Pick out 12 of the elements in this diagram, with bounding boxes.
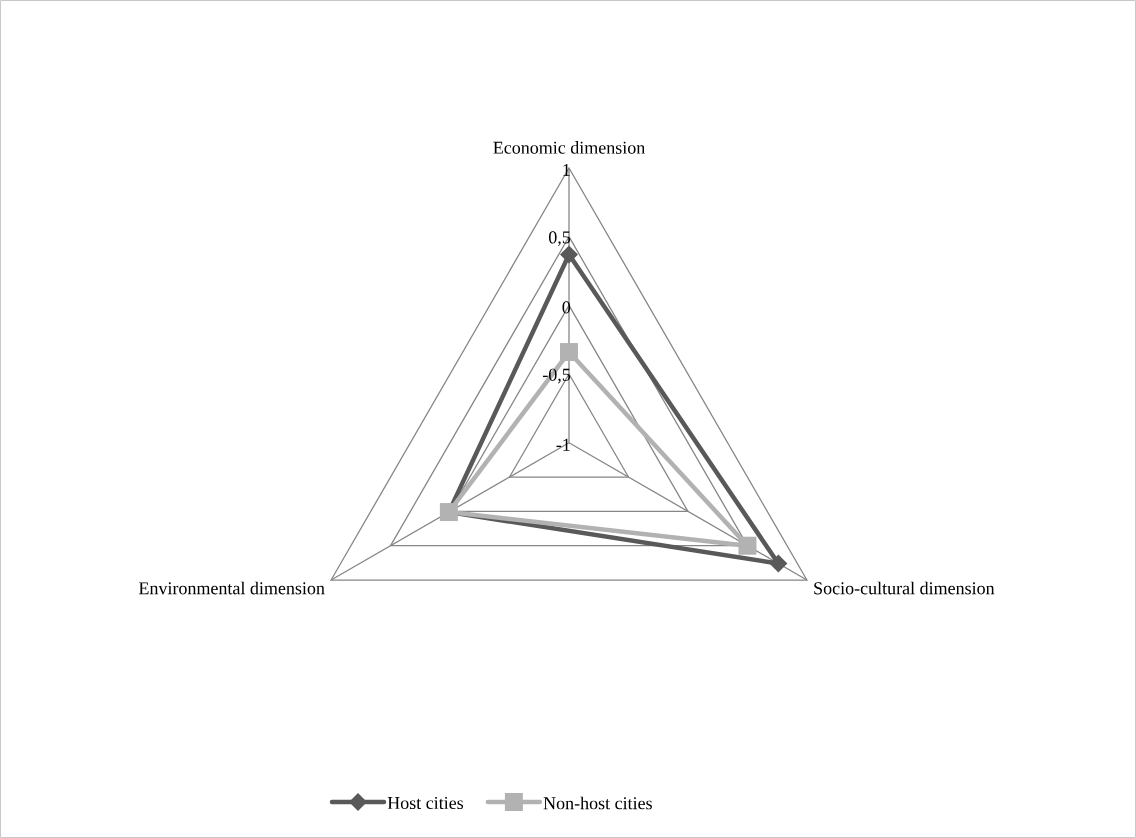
axis-label: Socio-cultural dimension bbox=[814, 581, 995, 595]
axis-label: Economic dimension bbox=[493, 141, 645, 154]
legend-item: Non-host cities bbox=[485, 793, 652, 811]
legend-label: Host cities bbox=[387, 796, 464, 810]
axis-label: Environmental dimension bbox=[138, 581, 325, 595]
tick-label: 1 bbox=[563, 164, 570, 176]
tick-label: 0 bbox=[562, 301, 571, 314]
legend-label: Non-host cities bbox=[543, 796, 652, 810]
tick-label: 0,5 bbox=[549, 231, 571, 247]
tick-label: -1 bbox=[556, 438, 570, 451]
legend-item: Host cities bbox=[329, 793, 464, 811]
tick-label: -0,5 bbox=[543, 368, 571, 384]
